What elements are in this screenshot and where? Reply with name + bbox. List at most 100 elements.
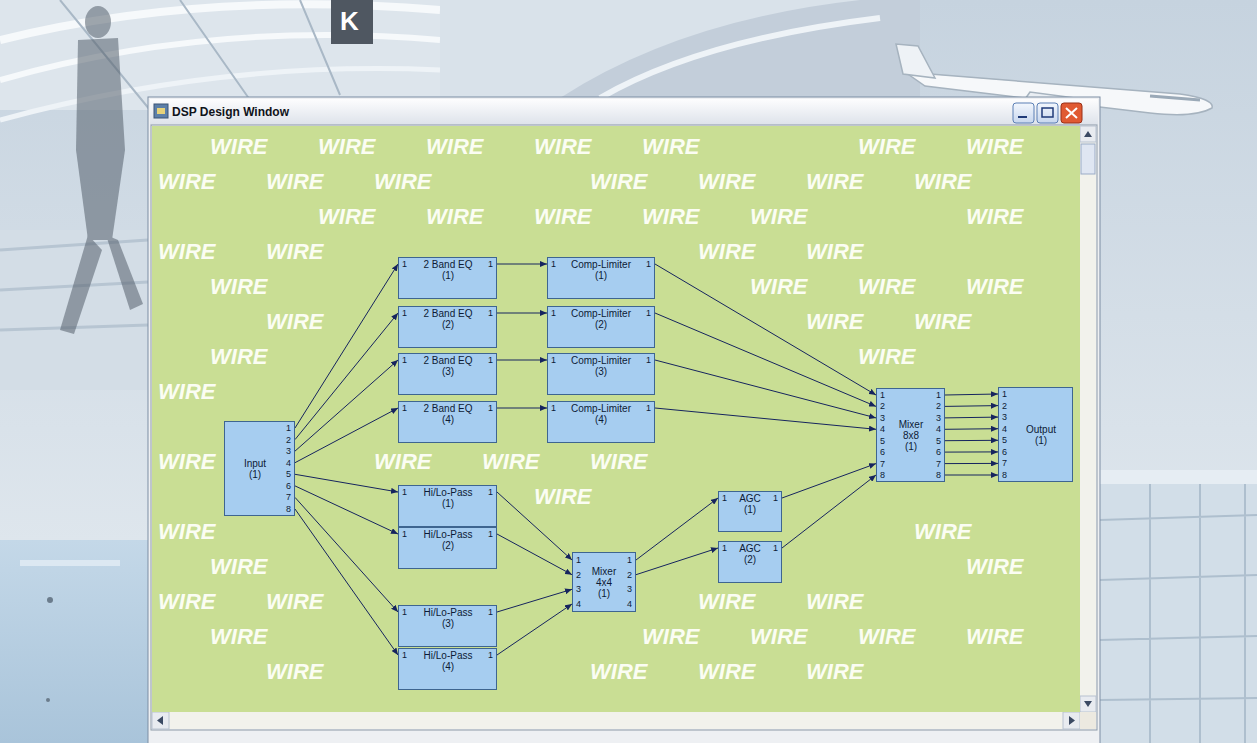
pin-number: 1: [402, 308, 407, 318]
watermark: WIRE: [914, 169, 971, 195]
watermark: WIRE: [698, 659, 755, 685]
pin-number: 1: [488, 308, 493, 318]
pin-number: 2: [286, 435, 291, 445]
pin-number: 1: [773, 543, 778, 553]
watermark: WIRE: [158, 449, 215, 475]
dsp-block: Hi/Lo-Pass (4) 1 1: [398, 648, 497, 690]
pin-number: 4: [576, 599, 581, 609]
watermark: WIRE: [426, 134, 483, 160]
pin-number: 5: [936, 436, 941, 446]
watermark: WIRE: [482, 449, 539, 475]
pin-number: 4: [627, 599, 632, 609]
wire: [497, 589, 572, 612]
pin-number: 5: [286, 469, 291, 479]
block-label: Output (1): [1021, 424, 1061, 446]
pin-number: 5: [880, 436, 885, 446]
wire: [945, 451, 998, 452]
wire: [782, 475, 876, 548]
watermark: WIRE: [750, 204, 807, 230]
sign-letter: K: [340, 6, 359, 36]
pin-number: 5: [1002, 435, 1007, 445]
pin-number: 6: [936, 447, 941, 457]
wire: [655, 360, 876, 418]
watermark: WIRE: [374, 169, 431, 195]
wire: [655, 408, 876, 429]
pin-number: 2: [880, 401, 885, 411]
dsp-block: Mixer 8x8 (1)1234567812345678: [876, 388, 945, 482]
pin-number: 3: [576, 584, 581, 594]
pin-number: 2: [936, 401, 941, 411]
pin-number: 1: [551, 259, 556, 269]
pin-number: 7: [936, 459, 941, 469]
pin-number: 1: [488, 650, 493, 660]
pin-number: 1: [488, 607, 493, 617]
pin-number: 3: [286, 446, 291, 456]
pin-number: 1: [646, 355, 651, 365]
wire: [945, 417, 998, 419]
watermark: WIRE: [266, 169, 323, 195]
dsp-block: 2 Band EQ (2) 1 1: [398, 306, 497, 348]
window-title: DSP Design Window: [172, 102, 289, 122]
watermark: WIRE: [318, 134, 375, 160]
watermark: WIRE: [750, 624, 807, 650]
watermark: WIRE: [158, 589, 215, 615]
pin-number: 4: [286, 458, 291, 468]
block-label: 2 Band EQ (4): [420, 403, 476, 425]
dsp-block: Input (1)12345678: [224, 421, 295, 516]
dsp-block: Mixer 4x4 (1)12341234: [572, 552, 636, 612]
watermark: WIRE: [914, 309, 971, 335]
dsp-block: AGC (2) 1 1: [718, 541, 782, 583]
watermark: WIRE: [966, 624, 1023, 650]
dsp-block: 2 Band EQ (4)11: [398, 401, 497, 443]
wire: [636, 498, 718, 560]
pin-number: 8: [286, 504, 291, 514]
block-label: Comp-Limiter (4): [568, 403, 634, 425]
watermark: WIRE: [858, 134, 915, 160]
wire: [945, 463, 998, 464]
dsp-block: Hi/Lo-Pass (2)11: [398, 527, 497, 569]
pin-number: 1: [936, 390, 941, 400]
watermark: WIRE: [266, 659, 323, 685]
dsp-block: Comp-Limiter (4)11: [547, 401, 655, 443]
watermark: WIRE: [590, 169, 647, 195]
watermark: WIRE: [210, 554, 267, 580]
pin-number: 1: [722, 493, 727, 503]
dsp-block: AGC (1)11: [718, 491, 782, 532]
block-label: AGC (2): [735, 543, 765, 565]
pin-number: 6: [1002, 447, 1007, 457]
watermark: WIRE: [534, 134, 591, 160]
pin-number: 1: [488, 529, 493, 539]
dsp-block: Comp-Limiter (1)11: [547, 257, 655, 299]
pin-number: 3: [880, 413, 885, 423]
watermark: WIRE: [642, 624, 699, 650]
watermark: WIRE: [266, 589, 323, 615]
block-label: 2 Band EQ (2): [420, 308, 476, 330]
watermark: WIRE: [266, 309, 323, 335]
wire: [295, 509, 398, 655]
pin-number: 4: [1002, 424, 1007, 434]
block-label: Hi/Lo-Pass (3): [420, 607, 476, 629]
watermark: WIRE: [698, 169, 755, 195]
watermark: WIRE: [210, 274, 267, 300]
watermark: WIRE: [266, 239, 323, 265]
pin-number: 1: [646, 259, 651, 269]
watermark: WIRE: [210, 344, 267, 370]
pin-number: 1: [773, 493, 778, 503]
pin-number: 1: [551, 355, 556, 365]
watermark: WIRE: [966, 274, 1023, 300]
wire: [497, 604, 572, 655]
pin-number: 1: [402, 355, 407, 365]
block-label: Hi/Lo-Pass (1): [420, 487, 476, 509]
block-label: Hi/Lo-Pass (4): [420, 650, 476, 672]
dsp-block: Output (1)12345678: [998, 387, 1073, 482]
pin-number: 1: [488, 259, 493, 269]
wire: [497, 264, 547, 265]
wire: [295, 360, 398, 451]
pin-number: 1: [722, 543, 727, 553]
watermark: WIRE: [858, 344, 915, 370]
pin-number: 3: [1002, 412, 1007, 422]
pin-number: 1: [402, 650, 407, 660]
watermark: WIRE: [698, 589, 755, 615]
pin-number: 1: [488, 487, 493, 497]
